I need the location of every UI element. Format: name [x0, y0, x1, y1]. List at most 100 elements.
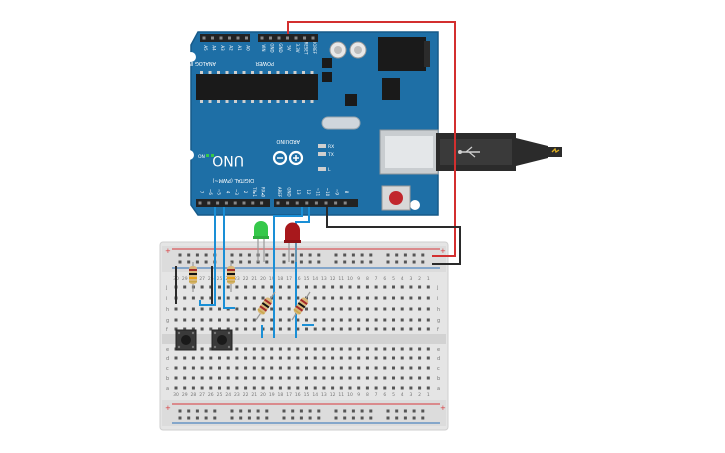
breadboard-hole[interactable] — [365, 386, 369, 390]
rail-hole[interactable] — [403, 253, 407, 257]
breadboard-hole[interactable] — [305, 318, 308, 322]
breadboard-hole[interactable] — [305, 327, 308, 331]
breadboard-hole[interactable] — [348, 347, 352, 351]
breadboard-hole[interactable] — [218, 386, 221, 390]
rail-hole[interactable] — [412, 416, 416, 420]
breadboard-hole[interactable] — [235, 307, 239, 311]
breadboard-hole[interactable] — [322, 376, 326, 380]
breadboard-hole[interactable] — [357, 347, 361, 351]
breadboard-hole[interactable] — [305, 347, 308, 351]
breadboard-hole[interactable] — [313, 376, 317, 380]
breadboard-hole[interactable] — [383, 366, 387, 370]
breadboard-hole[interactable] — [339, 356, 343, 360]
breadboard-hole[interactable] — [209, 285, 213, 289]
breadboard-hole[interactable] — [426, 366, 430, 370]
breadboard-hole[interactable] — [400, 307, 404, 311]
header-pin[interactable] — [286, 36, 289, 40]
breadboard-hole[interactable] — [200, 376, 204, 380]
breadboard-hole[interactable] — [383, 376, 387, 380]
breadboard-hole[interactable] — [252, 285, 256, 289]
breadboard-hole[interactable] — [270, 356, 274, 360]
rail-hole[interactable] — [247, 253, 251, 257]
breadboard[interactable]: + + 302928272625242322212019181716151413… — [159, 241, 449, 431]
header-pin[interactable] — [295, 201, 299, 205]
rail-hole[interactable] — [256, 409, 260, 413]
breadboard-hole[interactable] — [322, 318, 326, 322]
breadboard-hole[interactable] — [400, 356, 404, 360]
rail-hole[interactable] — [403, 416, 407, 420]
breadboard-hole[interactable] — [409, 307, 413, 311]
breadboard-hole[interactable] — [235, 296, 239, 300]
breadboard-hole[interactable] — [392, 318, 395, 322]
breadboard-hole[interactable] — [270, 347, 274, 351]
rail-hole[interactable] — [213, 416, 217, 420]
breadboard-hole[interactable] — [278, 376, 282, 380]
breadboard-hole[interactable] — [270, 285, 274, 289]
breadboard-hole[interactable] — [392, 366, 395, 370]
breadboard-hole[interactable] — [331, 347, 335, 351]
breadboard-hole[interactable] — [339, 307, 343, 311]
breadboard-hole[interactable] — [252, 386, 256, 390]
rail-hole[interactable] — [291, 260, 295, 264]
breadboard-hole[interactable] — [235, 366, 239, 370]
breadboard-hole[interactable] — [409, 386, 413, 390]
breadboard-hole[interactable] — [426, 386, 430, 390]
header-pin[interactable] — [324, 201, 328, 205]
rail-hole[interactable] — [395, 260, 399, 264]
rail-hole[interactable] — [386, 409, 390, 413]
breadboard-hole[interactable] — [200, 366, 204, 370]
breadboard-hole[interactable] — [287, 327, 291, 331]
breadboard-hole[interactable] — [383, 356, 387, 360]
breadboard-hole[interactable] — [339, 327, 343, 331]
rail-hole[interactable] — [265, 409, 269, 413]
rail-hole[interactable] — [299, 416, 303, 420]
rail-hole[interactable] — [230, 253, 234, 257]
pushbutton-2[interactable] — [211, 329, 233, 351]
breadboard-hole[interactable] — [339, 366, 343, 370]
breadboard-hole[interactable] — [244, 327, 248, 331]
breadboard-hole[interactable] — [261, 347, 265, 351]
breadboard-hole[interactable] — [400, 386, 404, 390]
breadboard-hole[interactable] — [270, 386, 274, 390]
rail-hole[interactable] — [421, 416, 425, 420]
breadboard-hole[interactable] — [191, 307, 195, 311]
rail-hole[interactable] — [343, 260, 347, 264]
breadboard-hole[interactable] — [357, 296, 361, 300]
breadboard-hole[interactable] — [313, 386, 317, 390]
rail-hole[interactable] — [369, 416, 373, 420]
rail-hole[interactable] — [351, 409, 355, 413]
breadboard-hole[interactable] — [183, 366, 187, 370]
rail-hole[interactable] — [343, 253, 347, 257]
breadboard-hole[interactable] — [322, 356, 326, 360]
breadboard-hole[interactable] — [305, 307, 308, 311]
breadboard-hole[interactable] — [270, 366, 274, 370]
breadboard-hole[interactable] — [426, 376, 430, 380]
breadboard-hole[interactable] — [418, 318, 422, 322]
rail-hole[interactable] — [317, 416, 321, 420]
breadboard-hole[interactable] — [218, 366, 221, 370]
rail-hole[interactable] — [187, 260, 191, 264]
breadboard-hole[interactable] — [226, 376, 230, 380]
rail-hole[interactable] — [299, 253, 303, 257]
breadboard-hole[interactable] — [348, 366, 352, 370]
breadboard-hole[interactable] — [418, 356, 422, 360]
breadboard-hole[interactable] — [226, 296, 230, 300]
breadboard-hole[interactable] — [331, 318, 335, 322]
breadboard-hole[interactable] — [426, 347, 430, 351]
rail-hole[interactable] — [412, 260, 416, 264]
breadboard-hole[interactable] — [200, 296, 204, 300]
breadboard-hole[interactable] — [409, 376, 413, 380]
breadboard-hole[interactable] — [348, 327, 352, 331]
breadboard-hole[interactable] — [209, 296, 213, 300]
breadboard-hole[interactable] — [322, 347, 326, 351]
breadboard-hole[interactable] — [409, 347, 413, 351]
header-pin[interactable] — [202, 36, 206, 40]
breadboard-hole[interactable] — [348, 285, 352, 289]
red-led[interactable] — [284, 222, 301, 262]
header-pin[interactable] — [343, 201, 347, 205]
rail-hole[interactable] — [351, 253, 355, 257]
rail-hole[interactable] — [308, 416, 312, 420]
breadboard-hole[interactable] — [287, 356, 291, 360]
breadboard-hole[interactable] — [374, 307, 378, 311]
breadboard-hole[interactable] — [200, 318, 204, 322]
